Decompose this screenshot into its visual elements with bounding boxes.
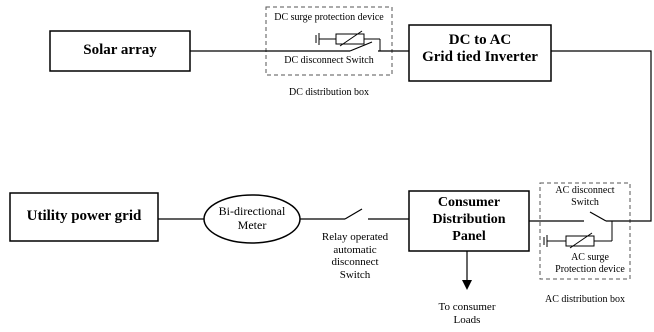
ac-surge-device xyxy=(543,221,613,249)
dc-box-label: DC distribution box xyxy=(288,87,369,98)
relay-label-line4: Switch xyxy=(339,268,371,281)
ac-surge-label: AC surge Protection device xyxy=(550,252,630,275)
solar-array-box xyxy=(49,30,191,72)
inverter-label-line2: Grid tied Inverter xyxy=(422,49,538,66)
wire-inverter-to-ac xyxy=(551,50,652,222)
relay-label-line3: disconnect xyxy=(331,256,379,269)
ac-switch-label: AC disconnect Switch xyxy=(540,185,630,208)
loads-label-line2: Loads xyxy=(453,313,481,326)
utility-grid-box xyxy=(9,192,159,242)
consumer-panel-label: Consumer Distribution Panel xyxy=(409,195,529,245)
meter-label: Bi-directional Meter xyxy=(204,204,300,233)
dc-switch-label: DC disconnect Switch xyxy=(284,55,374,66)
ac-surge-label-line2: Protection device xyxy=(555,263,625,275)
relay-label: Relay operated automatic disconnect Swit… xyxy=(300,231,410,282)
solar-array-label: Solar array xyxy=(83,42,157,58)
relay-label-line2: automatic xyxy=(333,243,377,256)
ac-switch-blade xyxy=(589,211,607,222)
ac-box-label: AC distribution box xyxy=(544,294,625,305)
loads-label: To consumer Loads xyxy=(417,301,517,326)
ac-surge-label-line1: AC surge xyxy=(571,252,609,263)
meter-label-line1: Bi-directional xyxy=(218,204,286,218)
relay-switch-blade xyxy=(344,208,363,220)
meter-label-line2: Meter xyxy=(237,217,267,232)
ac-switch-label-line2: Switch xyxy=(571,196,599,208)
utility-grid-label: Utility power grid xyxy=(26,208,142,224)
ac-switch-label-line1: AC disconnect xyxy=(555,185,615,196)
dc-surge-device xyxy=(315,30,381,51)
consumer-panel-box xyxy=(408,190,530,252)
loads-arrowhead xyxy=(462,280,472,290)
loads-label-line1: To consumer xyxy=(438,301,496,313)
consumer-panel-line3: Panel xyxy=(452,228,486,244)
dc-distribution-box xyxy=(265,6,393,76)
consumer-panel-line2: Distribution xyxy=(432,211,506,227)
inverter-label: DC to AC Grid tied Inverter xyxy=(409,32,551,67)
relay-label-line1: Relay operated xyxy=(321,231,389,243)
inverter-box xyxy=(408,24,552,82)
consumer-panel-line1: Consumer xyxy=(437,195,501,210)
dc-switch-blade xyxy=(349,41,373,52)
dc-surge-label: DC surge protection device xyxy=(274,12,384,23)
ac-distribution-box xyxy=(539,182,631,280)
inverter-label-line1: DC to AC xyxy=(448,32,512,48)
